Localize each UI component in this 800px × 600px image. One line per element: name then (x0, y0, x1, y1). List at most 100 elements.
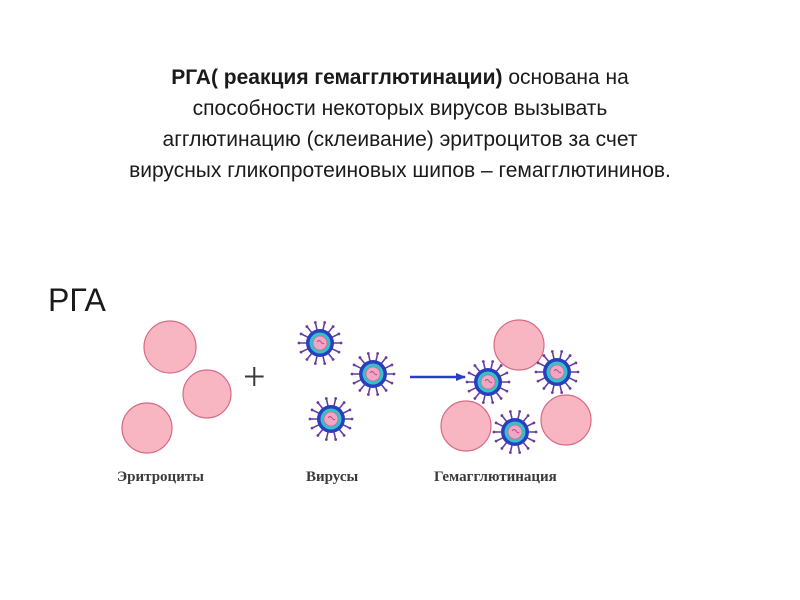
virus-core (312, 335, 328, 351)
virus-spike-tip (508, 451, 512, 454)
virus-particle (297, 321, 343, 365)
erythrocyte-cell (182, 369, 232, 419)
virus-spike-tip (313, 321, 317, 324)
virus-spike-tip (324, 438, 328, 441)
virus-spike-tip (534, 430, 538, 434)
virus-spike-tip (574, 361, 578, 365)
virus-spike-tip (494, 439, 498, 443)
agglutinated-erythrocyte (493, 319, 545, 371)
intro-bold-term: РГА( реакция гемагглютинации) (171, 66, 503, 89)
rga-heading: РГА (48, 282, 106, 318)
caption-hemagglutination: Гемагглютинация (434, 469, 557, 485)
virus-spike-tip (310, 408, 314, 412)
intro-line-2: способности некоторых вирусов вызывать (192, 97, 608, 120)
erythrocyte-cell (143, 320, 197, 374)
virus-spike-tip (494, 421, 498, 425)
virus-spike-tip (492, 430, 496, 434)
virus-spike-tip (352, 381, 356, 385)
virus-spike-tip (316, 401, 320, 404)
virus-particle (350, 352, 396, 396)
virus-spike-tip (384, 389, 388, 392)
virus-spike-tip (568, 354, 572, 357)
viruses-group (297, 321, 396, 441)
virus-spike-tip (491, 360, 495, 363)
virus-core (507, 424, 523, 440)
bound-virus-particle (534, 350, 580, 394)
virus-spike-tip (481, 360, 485, 363)
virus-core (549, 364, 565, 380)
virus-spike-tip (467, 389, 471, 393)
virus-spike-tip (536, 361, 540, 365)
virus-spike-tip (350, 372, 354, 376)
virus-spike-tip (376, 393, 380, 396)
virus-genome (553, 369, 562, 374)
virus-spike-tip (508, 410, 512, 413)
virus-genome (511, 429, 520, 434)
intro-line-1: РГА( реакция гемагглютинации) основана н… (40, 62, 760, 93)
virus-spike-tip (308, 417, 312, 421)
virus-spike-tip (532, 439, 536, 443)
virus-core (480, 374, 496, 390)
virus-genome (484, 379, 493, 384)
virus-spike-tip (499, 364, 503, 367)
caption-erythrocytes: Эритроциты (117, 469, 204, 485)
bound-virus-particle (492, 410, 538, 454)
virus-genome (327, 416, 336, 421)
virus-spike-tip (297, 341, 301, 345)
virus-spike-tip (500, 414, 504, 417)
virus-spike-tip (526, 414, 530, 417)
virus-spike-tip (560, 391, 564, 394)
virus-spike-tip (518, 410, 522, 413)
agglutinated-erythrocyte (440, 400, 492, 452)
virus-spike-tip (323, 321, 327, 324)
virus-spike-tip (366, 393, 370, 396)
virus-spike-tip (348, 408, 352, 412)
virus-particle (308, 397, 354, 441)
virus-spike-tip (542, 387, 546, 390)
virus-spike-tip (542, 354, 546, 357)
virus-spike-tip (536, 379, 540, 383)
virus-spike-tip (500, 447, 504, 450)
virus-spike-tip (550, 350, 554, 353)
virus-spike-tip (348, 426, 352, 430)
virus-genome (316, 340, 325, 345)
virus-spike-tip (505, 389, 509, 393)
virus-spike-tip (323, 362, 327, 365)
virus-spike-tip (526, 447, 530, 450)
caption-viruses: Вирусы (306, 469, 358, 485)
virus-spike-tip (505, 371, 509, 375)
virus-spike-tip (352, 363, 356, 367)
intro-text: РГА( реакция гемагглютинации) основана н… (40, 62, 760, 186)
intro-line-1-rest: основана на (502, 66, 629, 89)
virus-spike-tip (473, 364, 477, 367)
virus-spike-tip (334, 397, 338, 400)
virus-spike-tip (339, 341, 343, 345)
hemagglutination-group (440, 319, 592, 454)
bound-virus-particle (465, 360, 511, 404)
virus-spike-tip (491, 401, 495, 404)
virus-spike-tip (499, 397, 503, 400)
virus-spike-tip (376, 352, 380, 355)
virus-spike-tip (324, 397, 328, 400)
virus-spike-tip (481, 401, 485, 404)
virus-spike-tip (313, 362, 317, 365)
virus-spike-tip (532, 421, 536, 425)
virus-spike-tip (310, 426, 314, 430)
virus-spike-tip (299, 332, 303, 336)
virus-spike-tip (507, 380, 511, 384)
virus-spike-tip (337, 350, 341, 354)
virus-spike-tip (358, 389, 362, 392)
virus-spike-tip (390, 381, 394, 385)
virus-spike-tip (305, 325, 309, 328)
virus-spike-tip (316, 434, 320, 437)
virus-spike-tip (366, 352, 370, 355)
virus-spike-tip (305, 358, 309, 361)
virus-core (365, 366, 381, 382)
virus-spike-tip (576, 370, 580, 374)
virus-spike-tip (550, 391, 554, 394)
intro-line-3: агглютинацию (склеивание) эритроцитов за… (162, 128, 638, 151)
virus-spike-tip (467, 371, 471, 375)
virus-spike-tip (518, 451, 522, 454)
virus-spike-tip (358, 356, 362, 359)
virus-spike-tip (568, 387, 572, 390)
